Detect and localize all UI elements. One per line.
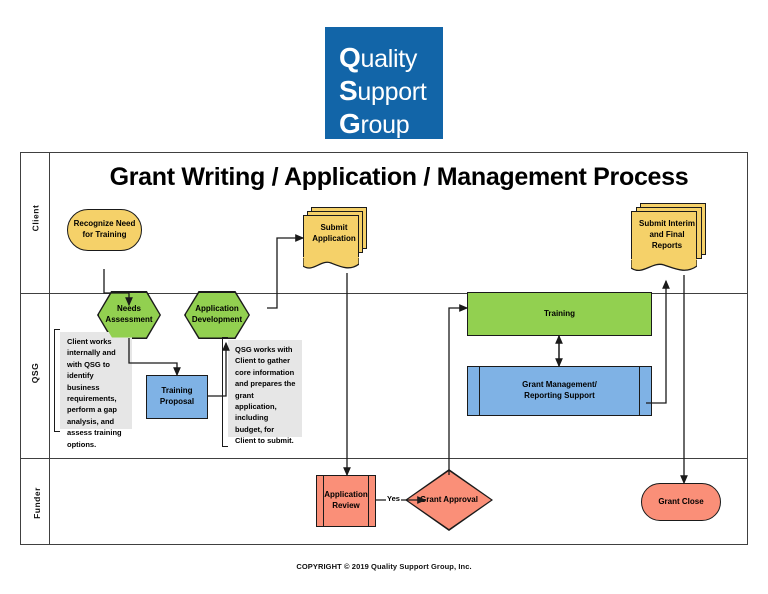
grant-management-bar-right [639, 367, 640, 415]
node-grant-management[interactable]: Grant Management/Reporting Support [467, 366, 652, 416]
note-qsg-bracket [222, 337, 228, 447]
lane-title-divider [49, 153, 50, 544]
qsg-logo: Quality Support Group [325, 27, 443, 139]
swimlane-diagram: Client QSG Funder Grant Writing / Applic… [20, 152, 748, 545]
application-review-bar-left [323, 476, 324, 526]
node-grant-approval-label: Grant Approval [420, 494, 478, 504]
logo-rest-support: upport [357, 78, 427, 106]
lane-label-funder-text: Funder [31, 487, 42, 519]
submit-reports-sheet-front [631, 211, 697, 263]
submit-application-sheet-front [303, 215, 359, 261]
logo-line-quality: Quality [339, 42, 417, 74]
lane-label-funder: Funder [21, 487, 49, 519]
submit-reports-wave [631, 259, 697, 271]
lane-separator-client-qsg [21, 293, 747, 294]
logo-line-support: Support [339, 75, 427, 107]
node-grant-close-label: Grant Close [658, 496, 704, 506]
submit-application-wave [303, 257, 359, 269]
note-qsg: QSG works with Client to gather core inf… [228, 340, 302, 445]
lane-label-qsg-text: QSG [30, 362, 40, 384]
edge-appdev-to-submit [267, 234, 305, 309]
lane-label-qsg: QSG [21, 363, 49, 383]
application-review-bar-right [368, 476, 369, 526]
logo-line-group: Group [339, 108, 410, 140]
node-grant-management-label: Grant Management/Reporting Support [522, 380, 597, 400]
lane-label-client: Client [21, 205, 49, 232]
note-client: Client works internally and with QSG to … [60, 332, 132, 449]
copyright-notice: COPYRIGHT © 2019 Quality Support Group, … [296, 562, 472, 571]
edge-needs-to-proposal [128, 338, 181, 377]
edge-label-yes: Yes [386, 494, 401, 503]
lane-label-client-text: Client [30, 204, 40, 232]
node-grant-approval[interactable]: Grant Approval [405, 469, 493, 531]
grant-management-bar-left [479, 367, 480, 415]
note-client-bracket [54, 329, 60, 432]
node-training[interactable]: Training [467, 292, 652, 336]
lane-separator-qsg-funder [21, 458, 747, 459]
page-title: Grant Writing / Application / Management… [109, 163, 689, 191]
logo-rest-group: roup [360, 111, 410, 139]
application-development-body [185, 292, 249, 338]
logo-cap-q: Q [339, 42, 361, 73]
edge-approval-to-training [448, 304, 469, 475]
logo-cap-g: G [339, 108, 361, 139]
node-training-label: Training [543, 308, 576, 318]
logo-rest-quality: uality [360, 45, 418, 73]
logo-cap-s: S [339, 75, 358, 106]
node-grant-close[interactable]: Grant Close [641, 483, 721, 521]
